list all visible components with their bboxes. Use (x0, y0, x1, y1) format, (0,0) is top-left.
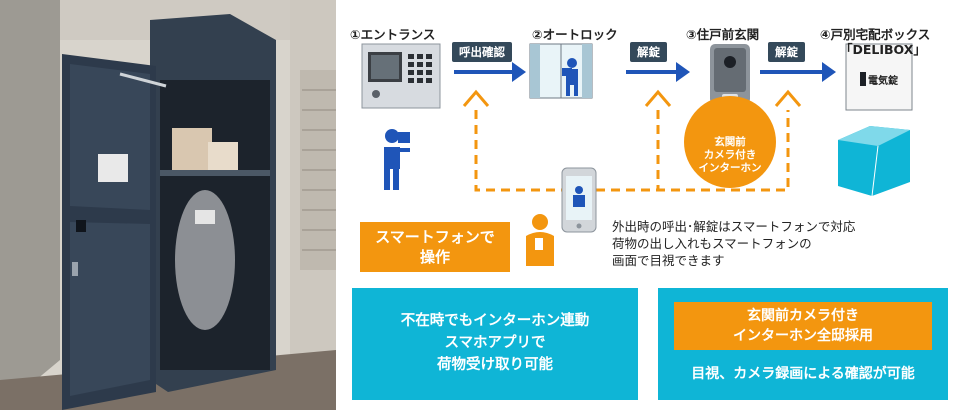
resident-icon (526, 214, 554, 266)
smartphone-operation-line-2: 操作 (419, 248, 450, 266)
feature-right-title-line-1: 玄関前カメラ付き (747, 308, 859, 324)
smartphone-note: 外出時の呼出･解錠はスマートフォンで対応 荷物の出し入れもスマートフォンの 画面… (612, 218, 855, 269)
entrance-intercom-icon (361, 43, 441, 109)
feature-left-line-2: スマホアプリで (444, 335, 546, 351)
feature-right-caption: 目視、カメラ録画による確認が可能 (691, 366, 915, 382)
smartphone-operation-line-1: スマートフォンで (375, 228, 495, 246)
feature-remote-receive-box: 不在時でもインターホン連動 スマホアプリで 荷物受け取り可能 (352, 288, 638, 400)
call-confirm-chip: 呼出確認 (452, 42, 512, 62)
smartphone-icon (561, 167, 597, 233)
step-front-door-label: ③住戸前玄関 (686, 27, 760, 42)
door-camera-intercom-icon (710, 44, 750, 104)
camera-intercom-callout: 玄関前 カメラ付き インターホン (684, 96, 776, 188)
note-line-3: 画面で目視できます (612, 253, 725, 268)
note-line-1: 外出時の呼出･解錠はスマートフォンで対応 (612, 219, 856, 234)
feature-left-line-3: 荷物受け取り可能 (437, 357, 553, 373)
delivery-locker-photo (0, 0, 336, 410)
smartphone-operation-box: スマートフォンで 操作 (360, 222, 510, 272)
delibox-icon (838, 43, 913, 197)
dashed-connector (474, 110, 790, 192)
feature-camera-intercom-box: 玄関前カメラ付き インターホン全邸採用 目視、カメラ録画による確認が可能 (658, 288, 948, 400)
dashed-arrowheads (462, 89, 802, 107)
blue-flow-arrows (454, 62, 836, 82)
flow-graphics (361, 43, 913, 266)
unlock-chip-1: 解錠 (630, 42, 667, 62)
autolock-door-icon (529, 43, 593, 99)
delivery-person-icon (384, 129, 410, 190)
feature-left-line-1: 不在時でもインターホン連動 (400, 313, 590, 329)
locker-illustration (0, 0, 336, 410)
step-autolock-label: ②オートロック (532, 27, 618, 42)
feature-right-title-line-2: インターホン全邸採用 (733, 328, 873, 344)
camera-intercom-line-3: インターホン (698, 161, 762, 174)
note-line-2: 荷物の出し入れもスマートフォンの (612, 236, 812, 251)
unlock-chip-2: 解錠 (768, 42, 805, 62)
electric-lock-label: 電気錠 (868, 76, 898, 87)
delibox-flow-diagram: ①エントランス ②オートロック ③住戸前玄関 ④戸別宅配ボックス 「DELIBO… (340, 0, 960, 410)
step-delivery-box-label: ④戸別宅配ボックス (820, 27, 931, 42)
camera-intercom-line-1: 玄関前 (714, 135, 746, 148)
camera-intercom-line-2: カメラ付き (703, 148, 757, 161)
step-entrance-label: ①エントランス (350, 27, 436, 42)
feature-camera-title: 玄関前カメラ付き インターホン全邸採用 (674, 302, 932, 350)
step-delibox-name: 「DELIBOX」 (840, 42, 926, 57)
